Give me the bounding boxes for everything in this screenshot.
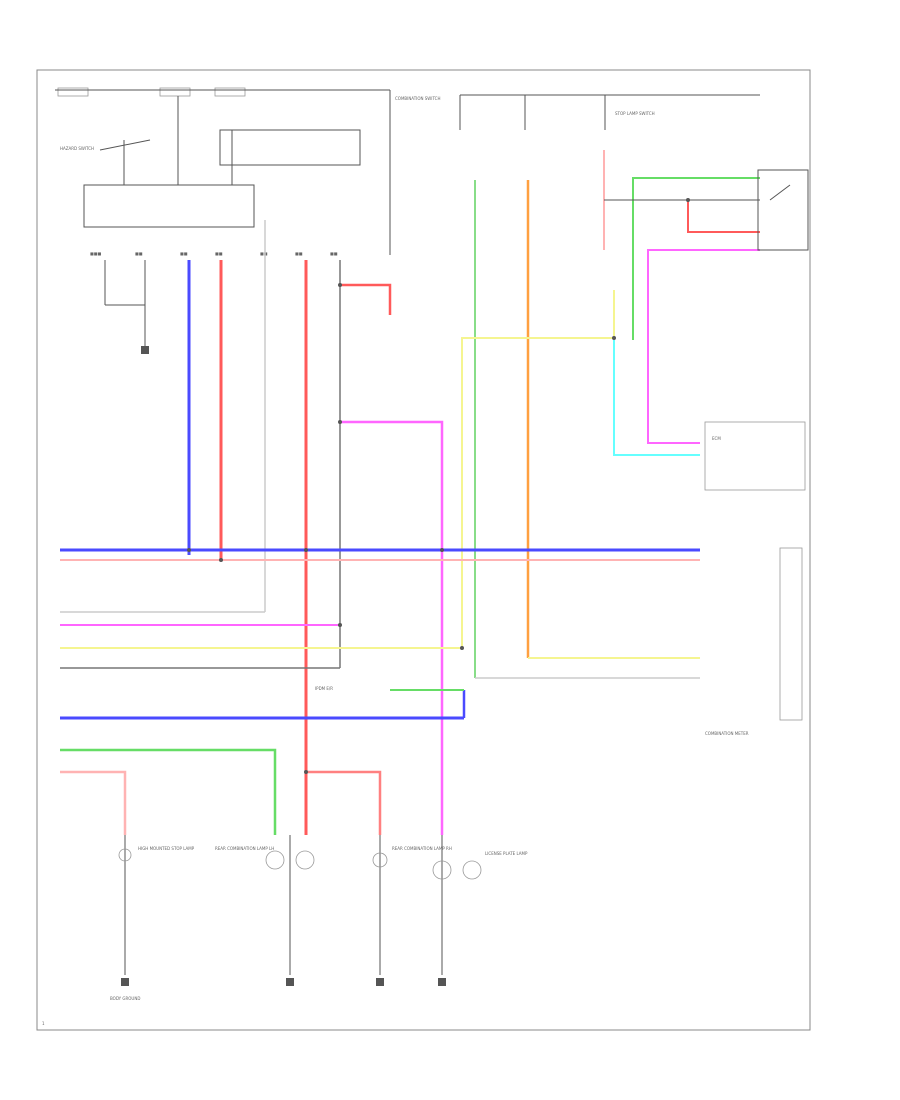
svg-text:REAR COMBINATION LAMP LH: REAR COMBINATION LAMP LH <box>215 846 274 851</box>
combination-meter-box <box>779 547 803 721</box>
ground-symbol-2 <box>121 978 129 986</box>
wire-red-3 <box>687 200 760 233</box>
rear-combination-lamp-lh: REAR COMBINATION LAMP LH <box>215 835 315 975</box>
svg-text:■■: ■■ <box>295 251 303 256</box>
svg-text:REAR COMBINATION LAMP RH: REAR COMBINATION LAMP RH <box>392 846 452 851</box>
ipdm-label: IPDM E/R <box>315 686 333 691</box>
wire-green-3 <box>60 748 277 835</box>
wire-yellow-1 <box>461 290 615 648</box>
hazard-switch-label: HAZARD SWITCH <box>60 146 94 151</box>
right-switch-box <box>757 169 809 251</box>
svg-text:■■: ■■ <box>180 251 188 256</box>
svg-text:■■: ■■ <box>215 251 223 256</box>
wire-red-stub <box>340 283 392 315</box>
svg-text:■■: ■■ <box>260 251 268 256</box>
rear-combination-lamp-rh: REAR COMBINATION LAMP RH <box>372 835 452 975</box>
ecm-label: ECM <box>712 436 721 441</box>
hazard-switch-block: HAZARD SWITCH COMBINATION SWITCH <box>55 87 440 255</box>
wire-pink-2 <box>60 770 127 835</box>
wire-green-2 <box>632 177 760 340</box>
stop-lamp-switch-block: STOP LAMP SWITCH <box>459 94 760 130</box>
ground-symbol-4 <box>376 978 384 986</box>
junction-dots <box>187 198 690 774</box>
combination-meter-label: COMBINATION METER <box>705 731 749 736</box>
ecm-box <box>704 421 806 491</box>
diagram-frame <box>36 69 811 1031</box>
ground-symbol-3 <box>286 978 294 986</box>
high-mounted-stop-lamp: HIGH MOUNTED STOP LAMP <box>118 835 195 975</box>
combination-switch-label: COMBINATION SWITCH <box>395 96 440 101</box>
svg-text:■■■: ■■■ <box>90 251 102 256</box>
svg-text:HIGH MOUNTED STOP LAMP: HIGH MOUNTED STOP LAMP <box>138 846 195 851</box>
ground-symbol-1 <box>141 346 149 354</box>
svg-text:LICENSE PLATE LAMP: LICENSE PLATE LAMP <box>485 851 528 856</box>
ground-label: BODY GROUND <box>110 996 140 1001</box>
wire-magenta-1 <box>340 420 444 835</box>
bcm-connector-pins: ■■■ ■■ ■■ ■■ ■■ ■■ ■■ <box>90 251 338 256</box>
ground-symbol-5 <box>438 978 446 986</box>
license-plate-lamp: LICENSE PLATE LAMP <box>432 835 528 975</box>
wire-pink-3 <box>306 770 382 835</box>
wire-magenta-2 <box>647 249 760 444</box>
wire-cyan-1 <box>613 340 700 456</box>
svg-text:■■: ■■ <box>135 251 143 256</box>
svg-text:■■: ■■ <box>330 251 338 256</box>
page-mark: 1 <box>42 1021 45 1026</box>
stop-lamp-switch-label: STOP LAMP SWITCH <box>615 111 655 116</box>
